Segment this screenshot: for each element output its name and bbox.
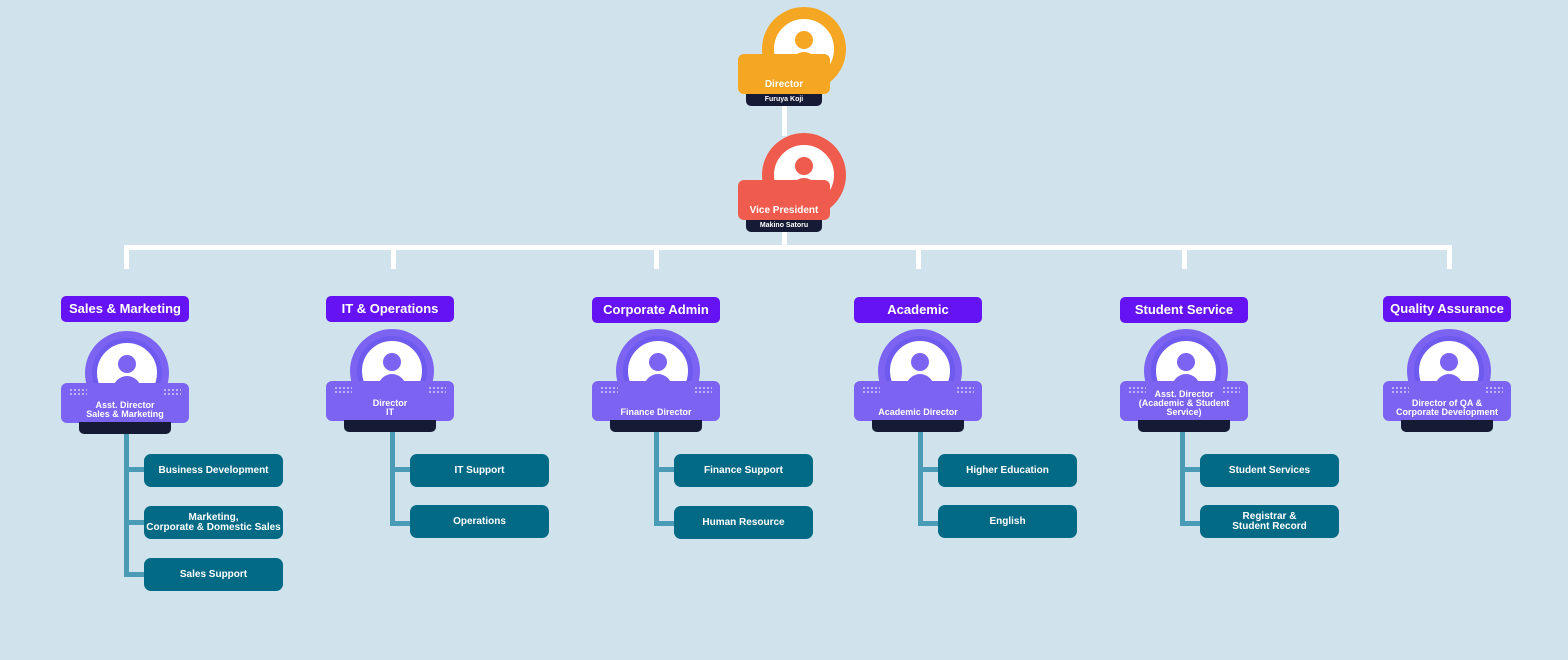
subtree-connector-sales [124, 434, 129, 577]
dept-head-title: Asst. Director (Academic & Student Servi… [1120, 381, 1248, 421]
subtree-branch [124, 572, 146, 577]
dept-head-title: Finance Director [592, 381, 720, 421]
dept-label-quality-assurance: Quality Assurance [1383, 296, 1511, 322]
dot-pattern [1128, 386, 1146, 394]
unit-marketing-corporate-domestic-sales[interactable]: Marketing, Corporate & Domestic Sales [144, 506, 283, 539]
connector-drop-student [1182, 245, 1187, 269]
connector-drop-qa [1447, 245, 1452, 269]
subtree-connector-academic [918, 432, 923, 526]
dot-pattern [600, 386, 618, 394]
connector-drop-corp [654, 245, 659, 269]
dept-label-academic: Academic [854, 297, 982, 323]
vice-president-title: Vice President [738, 180, 830, 220]
connector-bus [124, 245, 1452, 250]
subtree-connector-corp [654, 432, 659, 526]
dot-pattern [1222, 386, 1240, 394]
dept-head-title: Asst. Director Sales & Marketing [61, 383, 189, 423]
subtree-branch [918, 467, 940, 472]
unit-sales-support[interactable]: Sales Support [144, 558, 283, 591]
subtree-branch [1180, 521, 1202, 526]
dot-pattern [694, 386, 712, 394]
unit-english[interactable]: English [938, 505, 1077, 538]
unit-higher-education[interactable]: Higher Education [938, 454, 1077, 487]
dept-head-title: Academic Director [854, 381, 982, 421]
dept-head-name-plate [610, 420, 702, 432]
dept-head-name-plate [1401, 420, 1493, 432]
director-title: Director [738, 54, 830, 94]
connector-director-vp [782, 106, 787, 136]
subtree-branch [124, 520, 146, 525]
connector-drop-sales [124, 245, 129, 269]
subtree-branch [918, 521, 940, 526]
subtree-connector-student [1180, 432, 1185, 526]
subtree-branch [390, 521, 412, 526]
dept-label-it-operations: IT & Operations [326, 296, 454, 322]
unit-it-support[interactable]: IT Support [410, 454, 549, 487]
dot-pattern [1391, 386, 1409, 394]
dot-pattern [428, 386, 446, 394]
dept-label-sales-marketing: Sales & Marketing [61, 296, 189, 322]
connector-drop-academic [916, 245, 921, 269]
director-name: Furuya Koji [746, 94, 822, 106]
dept-label-student-service: Student Service [1120, 297, 1248, 323]
dot-pattern [1485, 386, 1503, 394]
dot-pattern [163, 388, 181, 396]
unit-registrar-student-record[interactable]: Registrar & Student Record [1200, 505, 1339, 538]
connector-vp-bus [782, 230, 787, 248]
dot-pattern [956, 386, 974, 394]
dept-head-title: Director of QA & Corporate Development [1383, 381, 1511, 421]
unit-finance-support[interactable]: Finance Support [674, 454, 813, 487]
dept-head-name-plate [1138, 420, 1230, 432]
dept-head-title: Director IT [326, 381, 454, 421]
subtree-branch [390, 467, 412, 472]
dot-pattern [862, 386, 880, 394]
dept-label-corporate-admin: Corporate Admin [592, 297, 720, 323]
dot-pattern [69, 388, 87, 396]
subtree-branch [654, 521, 676, 526]
subtree-branch [654, 467, 676, 472]
dept-head-name-plate [79, 422, 171, 434]
connector-drop-it [391, 245, 396, 269]
unit-operations[interactable]: Operations [410, 505, 549, 538]
unit-student-services[interactable]: Student Services [1200, 454, 1339, 487]
vice-president-name: Makino Satoru [746, 220, 822, 232]
dept-head-name-plate [344, 420, 436, 432]
subtree-branch [124, 467, 146, 472]
unit-business-development[interactable]: Business Development [144, 454, 283, 487]
subtree-connector-it [390, 432, 395, 526]
dept-head-name-plate [872, 420, 964, 432]
unit-human-resource[interactable]: Human Resource [674, 506, 813, 539]
subtree-branch [1180, 467, 1202, 472]
dot-pattern [334, 386, 352, 394]
